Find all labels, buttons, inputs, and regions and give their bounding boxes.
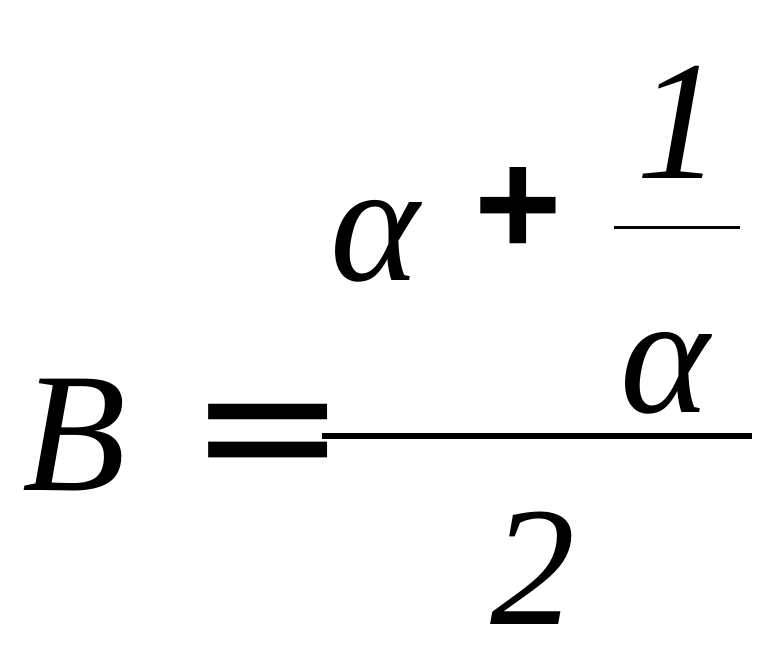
equals-sign: =	[188, 314, 348, 535]
inner-numerator-one: 1	[636, 27, 721, 215]
numerator-alpha: α	[330, 129, 420, 317]
inner-denominator-alpha: α	[620, 261, 710, 449]
main-fraction-bar	[322, 433, 752, 439]
variable-b: B	[22, 339, 126, 527]
inner-fraction-bar	[614, 226, 740, 229]
formula-display: B = α + 1 α 2	[22, 27, 752, 652]
denominator-two: 2	[490, 473, 575, 661]
plus-sign: +	[474, 119, 562, 287]
